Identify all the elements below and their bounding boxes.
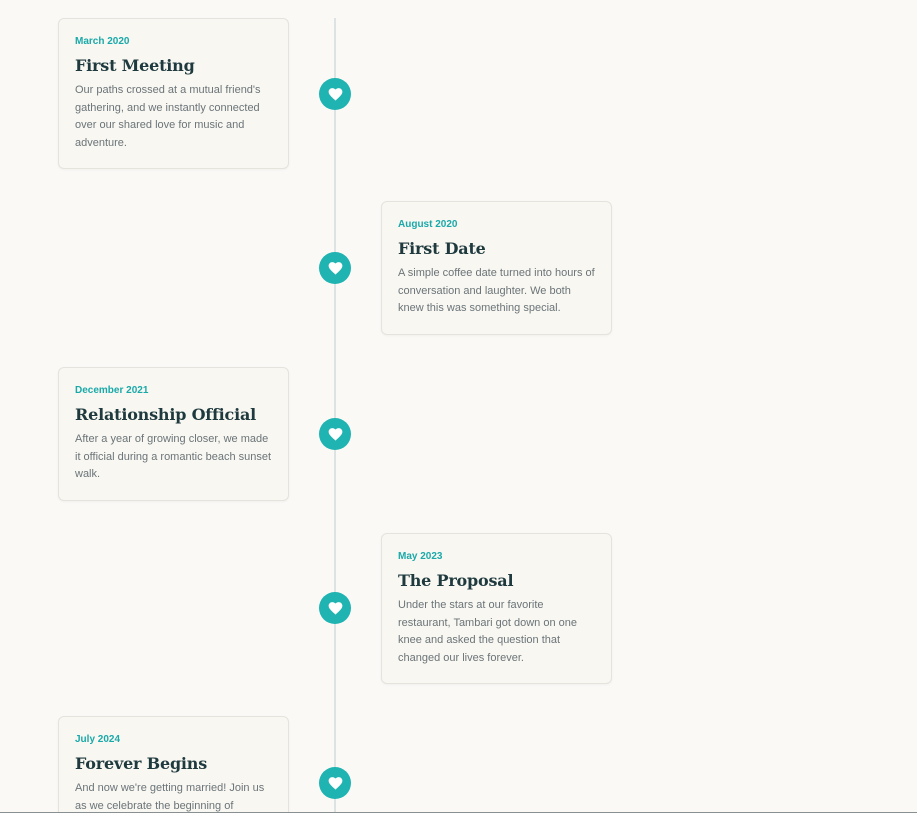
heart-icon	[319, 418, 351, 450]
timeline-card-first-date: August 2020 First Date A simple coffee d…	[381, 201, 612, 335]
event-title: The Proposal	[398, 571, 514, 590]
event-date: May 2023	[398, 551, 443, 562]
event-date: July 2024	[75, 734, 121, 745]
heart-icon	[319, 592, 351, 624]
event-description: Under the stars at our favorite restaura…	[398, 599, 577, 664]
event-description: Our paths crossed at a mutual friend's g…	[75, 84, 261, 149]
event-title: First Meeting	[75, 56, 195, 75]
event-date: December 2021	[75, 385, 149, 396]
event-title: Relationship Official	[75, 405, 257, 424]
heart-icon	[319, 767, 351, 799]
event-date: August 2020	[398, 219, 458, 230]
event-description: A simple coffee date turned into hours o…	[398, 267, 595, 314]
event-description: And now we're getting married! Join us a…	[75, 782, 265, 812]
heart-icon	[319, 78, 351, 110]
event-title: First Date	[398, 239, 486, 258]
timeline-card-relationship-official: December 2021 Relationship Official Afte…	[58, 367, 289, 501]
event-title: Forever Begins	[75, 754, 208, 773]
timeline-card-the-proposal: May 2023 The Proposal Under the stars at…	[381, 533, 612, 684]
event-description: After a year of growing closer, we made …	[75, 433, 272, 480]
timeline-card-forever-begins: July 2024 Forever Begins And now we're g…	[58, 716, 289, 812]
timeline-line	[334, 18, 336, 812]
event-date: March 2020	[75, 36, 130, 47]
timeline-card-first-meeting: March 2020 First Meeting Our paths cross…	[58, 18, 289, 169]
heart-icon	[319, 252, 351, 284]
